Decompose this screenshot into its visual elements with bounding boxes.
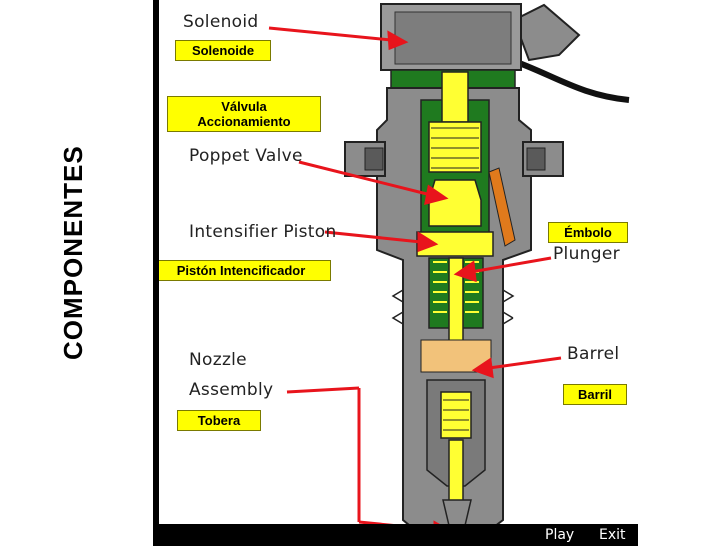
label-solenoid: Solenoid (183, 12, 259, 32)
nozzle-spring-coils (443, 399, 469, 431)
arrow-piston (324, 230, 422, 244)
label-tobera: Tobera (177, 410, 261, 431)
arrow-solenoid (268, 26, 392, 42)
diagram-frame: Solenoid Poppet Valve Intensifier Piston… (153, 0, 638, 546)
arrow-barrel (488, 356, 562, 370)
exit-button[interactable]: Exit (599, 527, 626, 543)
label-embolo: Émbolo (548, 222, 628, 243)
label-valvula-line2: Accionamiento (197, 114, 291, 129)
body-ribs (391, 289, 515, 325)
side-title: COMPONENTES (58, 145, 88, 360)
label-piston: Pistón Intencificador (159, 260, 331, 281)
arrow-plunger (470, 256, 552, 274)
right-lug-bolt (526, 147, 546, 171)
arrowhead-barrel (471, 357, 494, 379)
arrowhead-piston (417, 231, 439, 253)
label-barrel: Barrel (567, 344, 620, 364)
label-valvula: Válvula Accionamiento (167, 96, 321, 132)
oil-passage (488, 167, 516, 247)
label-nozzle: Nozzle (189, 350, 247, 370)
poppet-spring-housing (428, 121, 482, 173)
label-plunger: Plunger (553, 244, 620, 264)
arrowhead-plunger (453, 260, 477, 283)
label-assembly: Assembly (189, 380, 274, 400)
arrow-poppet (298, 160, 432, 197)
label-intensifier-piston: Intensifier Piston (189, 222, 337, 242)
solenoid-connector (512, 3, 581, 62)
control-bar: Play Exit (159, 524, 638, 546)
label-valvula-line1: Válvula (221, 99, 267, 114)
label-solenoide: Solenoide (175, 40, 271, 61)
label-poppet-valve: Poppet Valve (189, 146, 303, 166)
solenoid-housing-shade (394, 11, 512, 65)
arrowhead-solenoid (387, 30, 409, 51)
armature-stem (441, 71, 469, 123)
left-lug-bolt (364, 147, 384, 171)
poppet-spring-coils (431, 127, 479, 169)
nozzle-spring (440, 391, 472, 439)
play-button[interactable]: Play (545, 527, 575, 543)
solenoid-cable (510, 57, 630, 103)
arrowhead-poppet (424, 184, 449, 206)
poppet-valve (428, 179, 482, 227)
injector-cutaway-diagram (268, 3, 630, 542)
label-barril: Barril (563, 384, 627, 405)
arrow-nozzle-upper (286, 386, 360, 394)
